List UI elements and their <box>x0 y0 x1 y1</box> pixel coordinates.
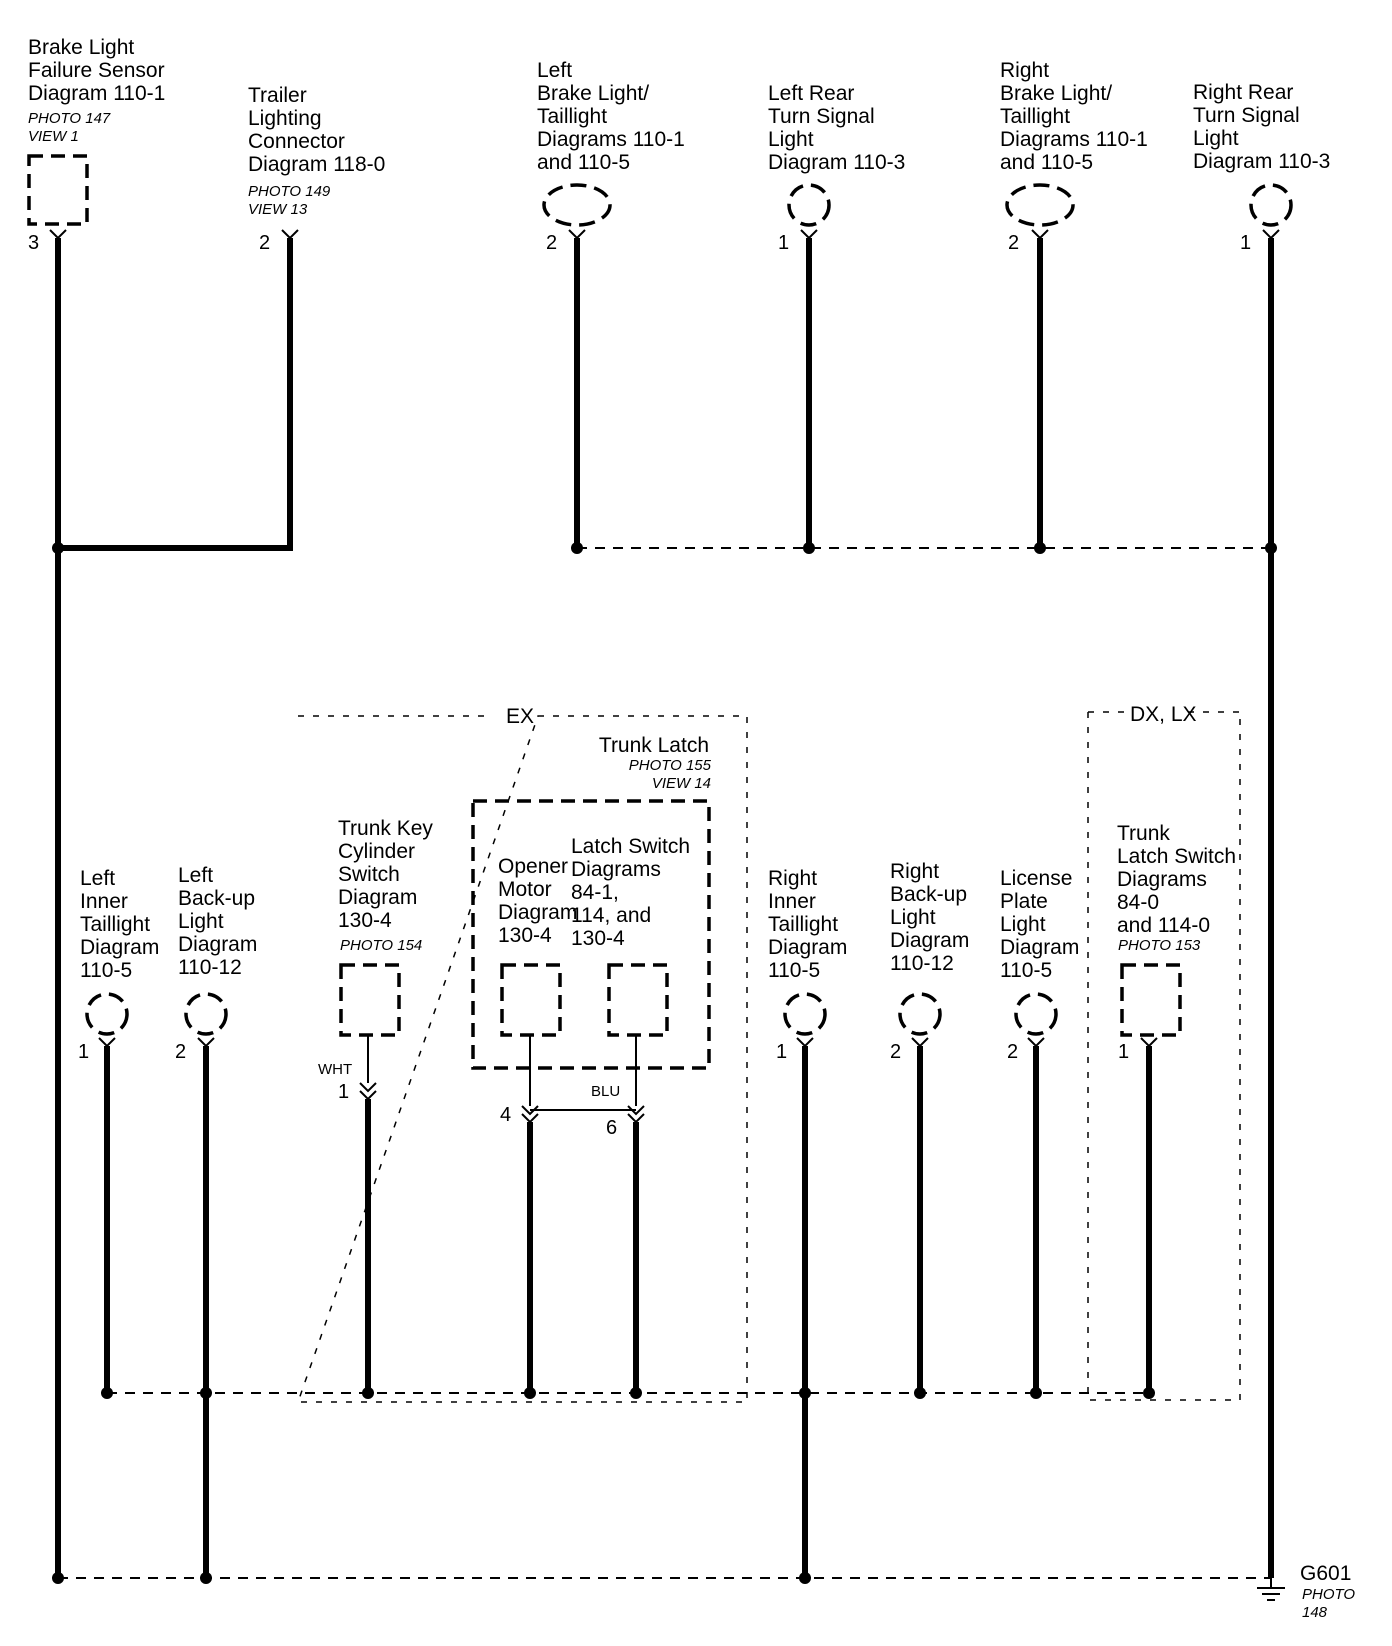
connector-latch-switch <box>607 963 669 1037</box>
pin-left-rear-turn-signal: 1 <box>778 232 789 254</box>
ground-label: G601 <box>1300 1562 1351 1585</box>
group-ex-label: EX <box>506 705 534 728</box>
pin-right-inner-taillight: 1 <box>776 1041 787 1063</box>
photo-trunk-key-cylinder-switch: PHOTO 154 <box>340 937 422 954</box>
connector-trunk-latch-switch <box>1120 963 1182 1037</box>
group-dx-lx: DX, LX <box>1087 703 1241 1401</box>
pin-numbers: 3 2 2 1 2 1 1 2 1 4 6 1 2 2 1 WHT BLU <box>28 232 1251 1139</box>
pin-trunk-key-cylinder-switch: 1 <box>338 1081 349 1103</box>
wires <box>55 238 1274 1579</box>
wire-color-blu: BLU <box>591 1083 620 1100</box>
connector-right-brake-taillight <box>1005 183 1075 227</box>
group-dx-lx-label: DX, LX <box>1130 703 1197 726</box>
pin-trailer-lighting-connector: 2 <box>259 232 270 254</box>
pin-trunk-latch-switch: 1 <box>1118 1041 1129 1063</box>
pin-terminals <box>49 229 1280 1124</box>
pin-license-plate-light: 2 <box>1007 1041 1018 1063</box>
pin-right-rear-turn-signal: 1 <box>1240 232 1251 254</box>
ground-icon <box>1257 1587 1285 1601</box>
connector-brake-light-failure-sensor <box>27 154 89 226</box>
connector-right-inner-taillight <box>783 992 827 1036</box>
photo-trunk-latch-switch: PHOTO 153 <box>1118 937 1201 954</box>
connector-right-rear-turn-signal <box>1249 183 1293 227</box>
pin-right-brake-taillight: 2 <box>1008 232 1019 254</box>
pin-opener-motor: 4 <box>500 1104 511 1126</box>
pin-left-brake-taillight: 2 <box>546 232 557 254</box>
connector-opener-motor <box>500 963 562 1037</box>
connector-license-plate-light <box>1014 992 1058 1036</box>
connector-trunk-key-cylinder-switch <box>339 963 401 1037</box>
wire-color-wht: WHT <box>318 1061 352 1078</box>
connector-left-inner-taillight <box>85 992 129 1036</box>
connector-left-backup-light <box>184 992 228 1036</box>
pin-right-backup-light: 2 <box>890 1041 901 1063</box>
trunk-latch-housing <box>471 799 711 1070</box>
connectors <box>27 154 1293 1037</box>
connector-right-backup-light <box>898 992 942 1036</box>
pin-left-inner-taillight: 1 <box>78 1041 89 1063</box>
trunk-latch-label: Trunk Latch <box>599 734 709 757</box>
connector-left-brake-taillight <box>542 183 612 227</box>
pin-brake-light-failure-sensor: 3 <box>28 232 39 254</box>
group-ex: EX <box>296 705 748 1403</box>
splice-points <box>52 542 1277 1584</box>
pin-left-backup-light: 2 <box>175 1041 186 1063</box>
pin-latch-switch: 6 <box>606 1117 617 1139</box>
connector-left-rear-turn-signal <box>787 183 831 227</box>
